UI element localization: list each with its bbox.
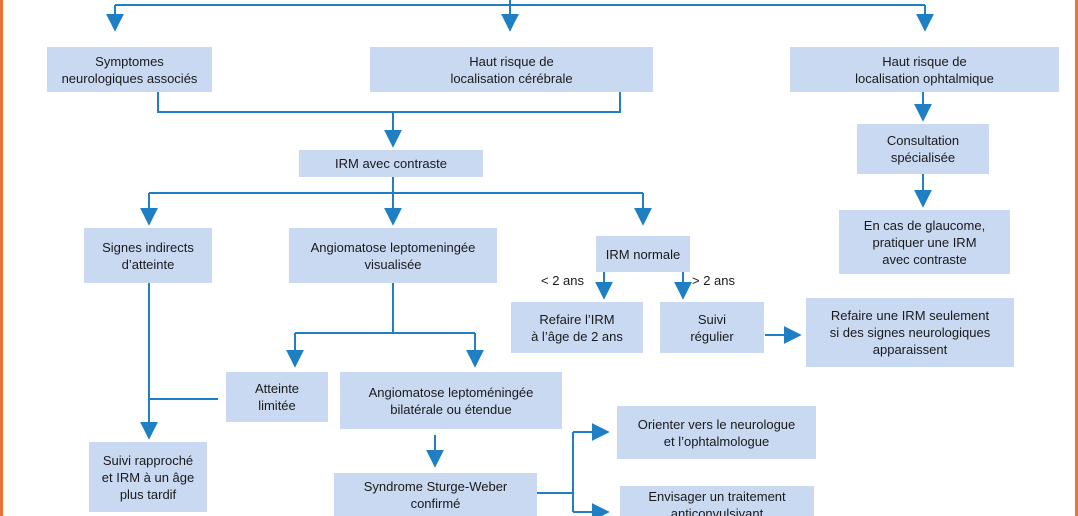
node-signes-indirects: Signes indirects d’atteinte <box>84 228 212 283</box>
frame-accent-left <box>0 0 3 516</box>
node-haut-risque-ophtalmique: Haut risque de localisation ophtalmique <box>790 47 1059 92</box>
label-plus-2ans: > 2 ans <box>692 273 736 288</box>
node-consultation: Consultation spécialisée <box>857 124 989 174</box>
node-refaire-irm-2ans: Refaire l’IRM à l’âge de 2 ans <box>511 302 643 353</box>
node-irm-normale: IRM normale <box>596 236 690 272</box>
frame-accent-right <box>1075 0 1078 516</box>
node-glaucome: En cas de glaucome, pratiquer une IRM av… <box>839 210 1010 274</box>
node-angiomatose-visualisee: Angiomatose leptomeningée visualisée <box>289 228 497 283</box>
node-refaire-irm-signes: Refaire une IRM seulement si des signes … <box>806 298 1014 367</box>
node-sturge-weber: Syndrome Sturge-Weber confirmé <box>334 473 537 516</box>
node-irm-contraste: IRM avec contraste <box>299 150 483 177</box>
node-haut-risque-cerebral: Haut risque de localisation cérébrale <box>370 47 653 92</box>
label-moins-2ans: < 2 ans <box>541 273 585 288</box>
node-suivi-regulier: Suivi régulier <box>660 302 764 353</box>
node-angiomatose-bilaterale: Angiomatose leptoméningée bilatérale ou … <box>340 372 562 429</box>
node-suivi-rapproche: Suivi rapproché et IRM à un âge plus tar… <box>89 442 207 512</box>
node-envisager: Envisager un traitement anticonvulsivant <box>620 486 814 516</box>
node-atteinte-limitee: Atteinte limitée <box>226 372 328 422</box>
merge-line <box>157 92 621 113</box>
node-symptomes: Symptomes neurologiques associés <box>47 47 212 92</box>
node-orienter: Orienter vers le neurologue et l’ophtalm… <box>617 406 816 459</box>
